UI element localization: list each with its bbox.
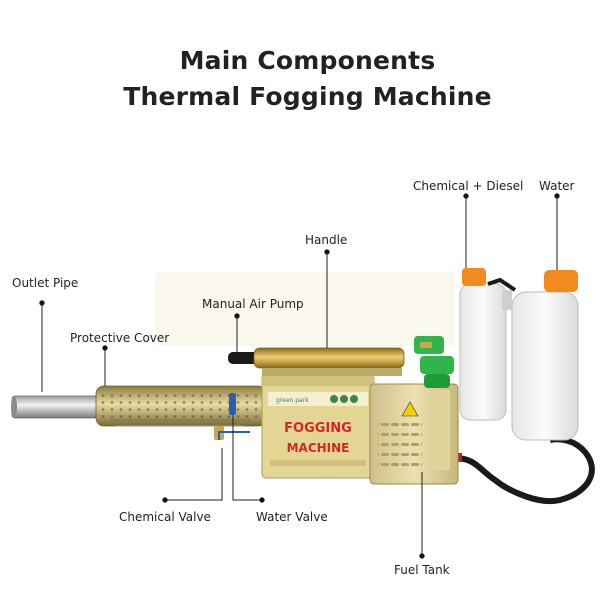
chemical-valve	[229, 393, 236, 415]
outlet-pipe	[11, 395, 105, 419]
fogging-label: FOGGING	[284, 421, 352, 436]
svg-text:green park: green park	[276, 397, 309, 404]
manual-air-pump	[228, 352, 262, 364]
machine-label: MACHINE	[287, 441, 350, 455]
title-line-2: Thermal Fogging Machine	[123, 82, 492, 111]
title-line-1: Main Components	[179, 46, 436, 75]
leader-lines	[39, 193, 560, 559]
label-outlet-pipe: Outlet Pipe	[12, 276, 79, 290]
label-protective-cover: Protective Cover	[70, 331, 170, 345]
label-manual-air-pump: Manual Air Pump	[202, 297, 304, 311]
label-water-valve: Water Valve	[256, 510, 328, 524]
handle	[253, 347, 405, 369]
hose	[454, 436, 595, 505]
label-chemical-diesel: Chemical + Diesel	[413, 179, 524, 193]
label-fuel-tank: Fuel Tank	[394, 563, 450, 577]
chemical-diesel-tank	[459, 283, 507, 421]
label-water: Water	[539, 179, 575, 193]
watermark-logo	[155, 272, 455, 346]
label-chemical-valve: Chemical Valve	[119, 510, 211, 524]
label-handle: Handle	[305, 233, 348, 247]
water-tank	[511, 291, 579, 441]
